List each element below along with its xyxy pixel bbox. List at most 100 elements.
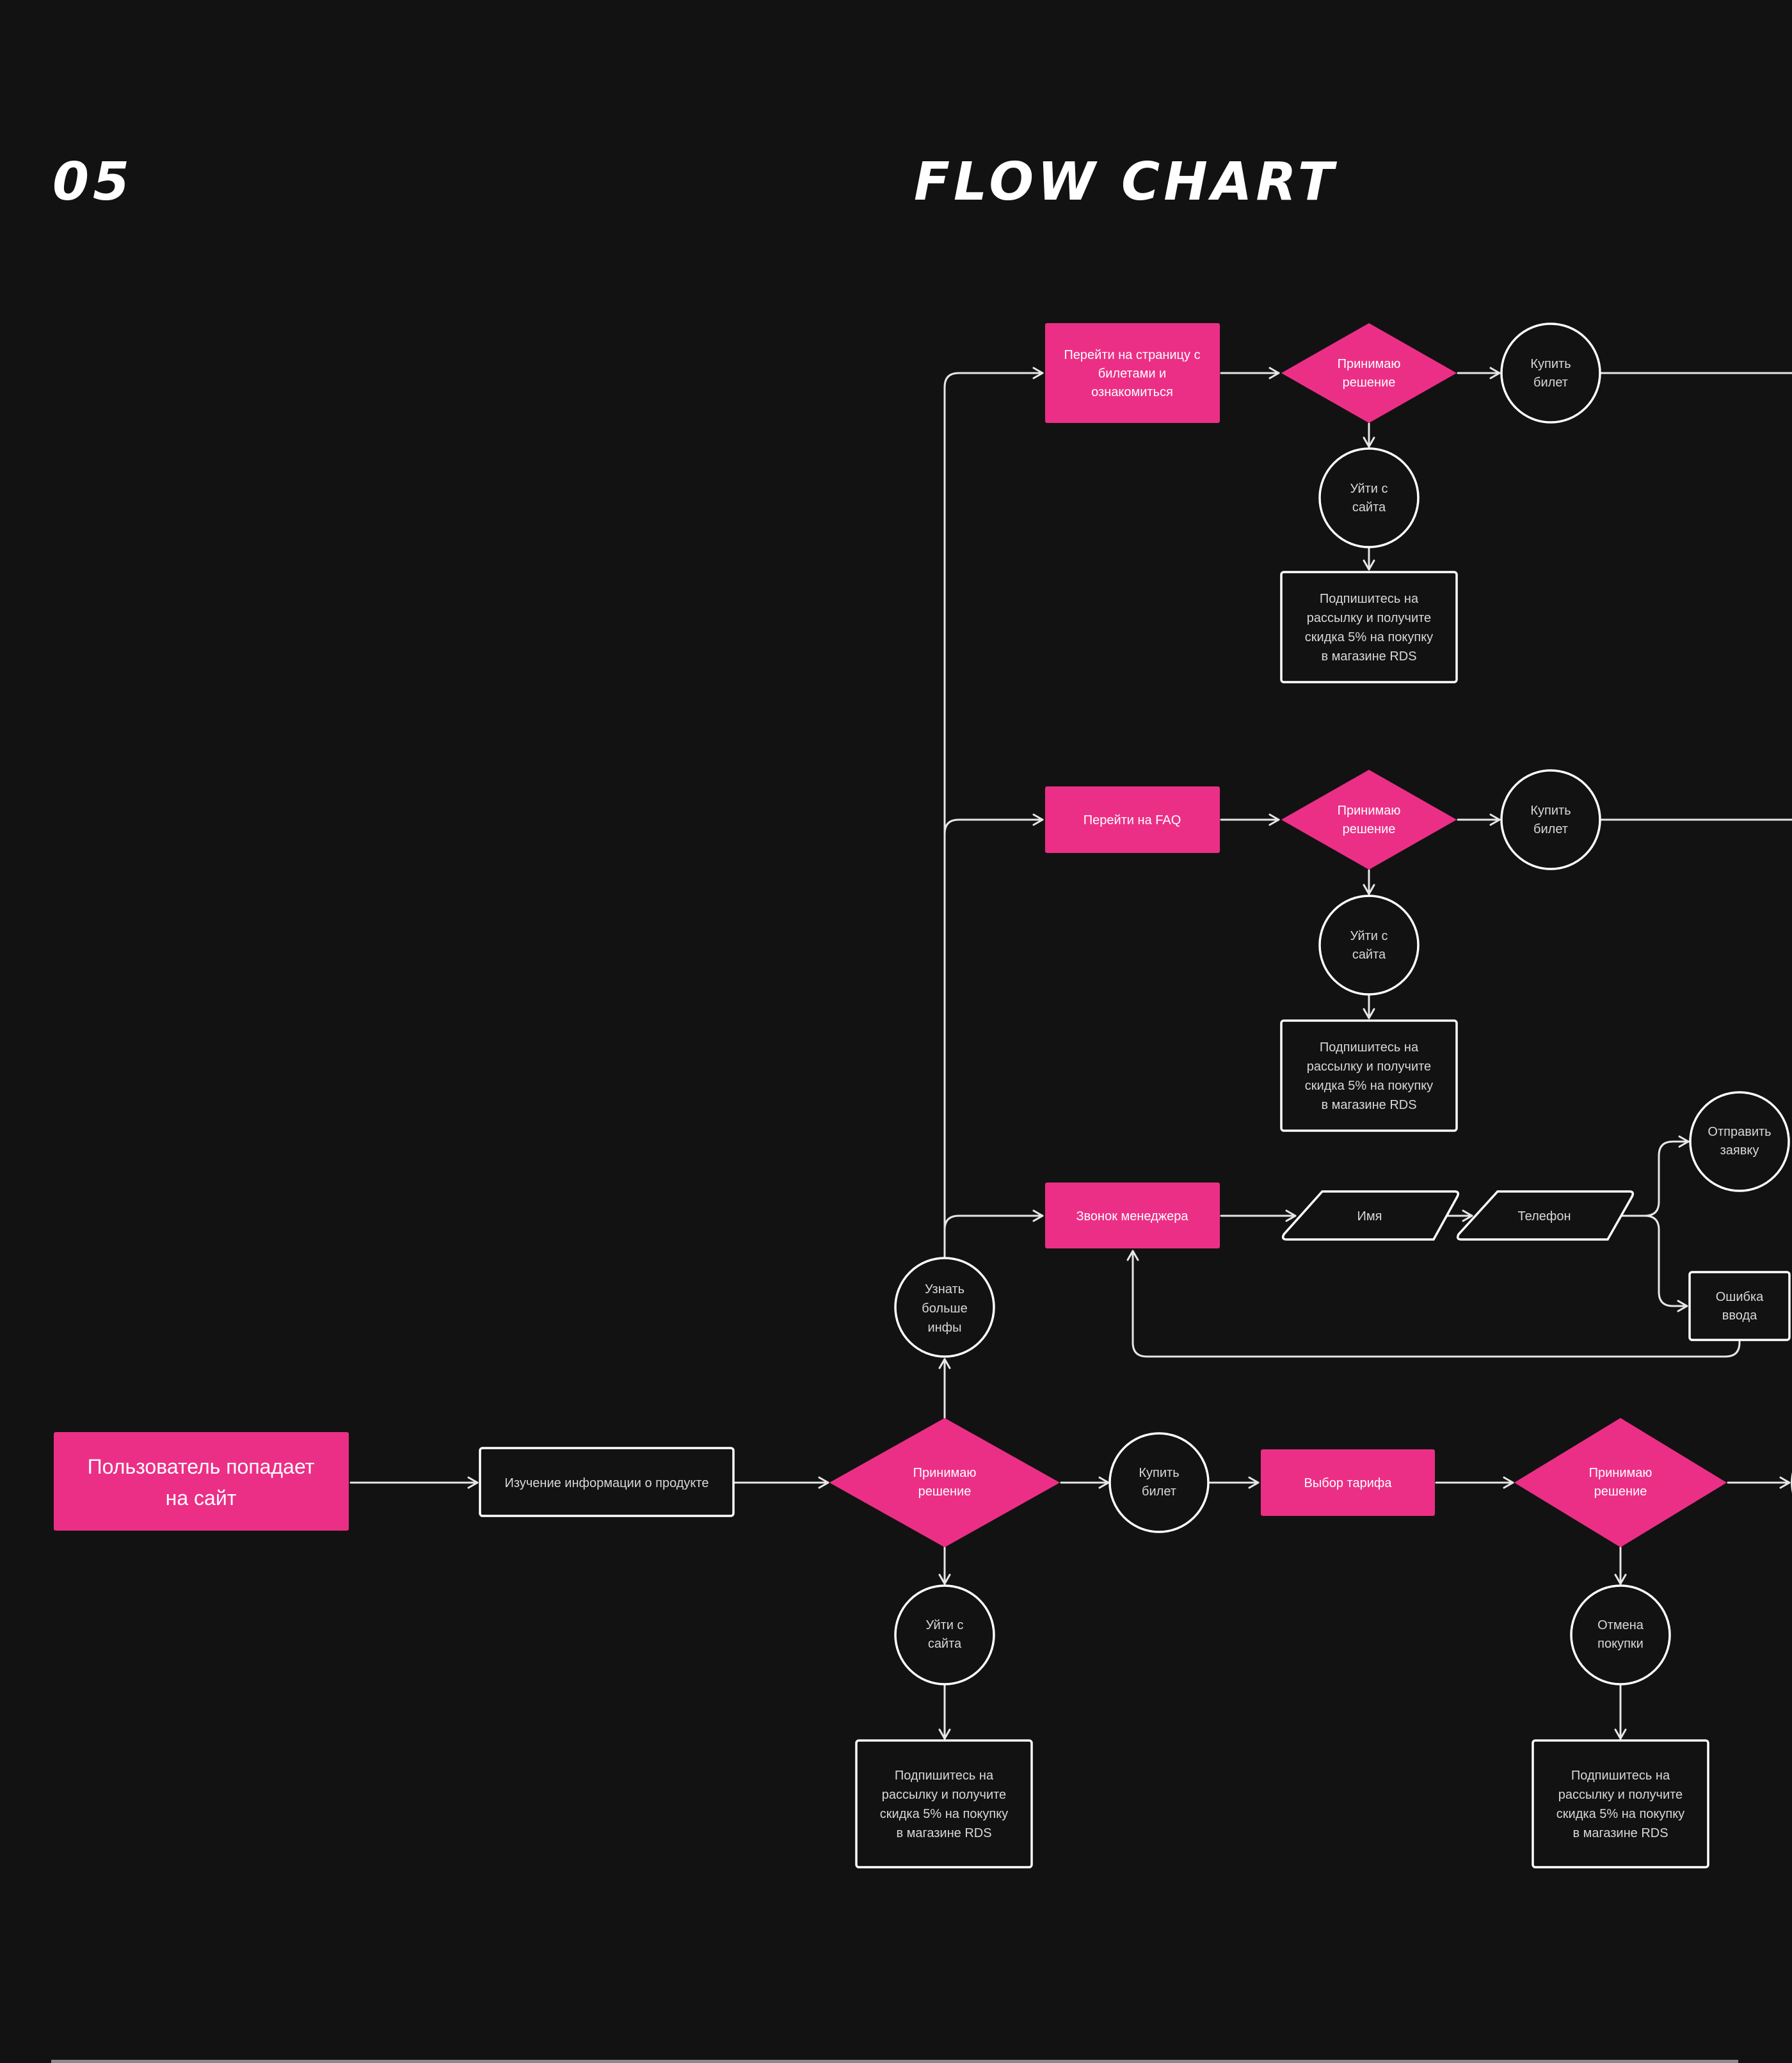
decision-tariff-diamond — [1514, 1418, 1727, 1547]
node-leave-tickets: Уйти с сайта — [1318, 447, 1420, 548]
manager-call-box — [1045, 1183, 1220, 1248]
leave-main-line-2: сайта — [928, 1637, 962, 1651]
subscribe-main-line-4: в магазине RDS — [896, 1826, 991, 1840]
node-subscribe-tickets: Подпишитесь на рассылку и получите скидк… — [1280, 571, 1458, 683]
cancel-circle — [1570, 1584, 1671, 1685]
learn-more-circle — [894, 1257, 995, 1358]
node-learn-more: Узнать больше инфы — [894, 1257, 995, 1358]
node-manager-call: Звонок менеджера — [1045, 1183, 1220, 1248]
subscribe-main-box — [855, 1739, 1033, 1868]
cancel-line-2: покупки — [1597, 1637, 1644, 1651]
subscribe-cancel-line-3: скидка 5% на покупку — [1556, 1807, 1684, 1821]
buy-tickets-line-2: билет — [1533, 376, 1568, 390]
study-info-label: Изучение информации о продукте — [505, 1476, 709, 1490]
node-leave-faq: Уйти с сайта — [1318, 895, 1420, 996]
decision-faq-line-2: решение — [1343, 822, 1396, 836]
leave-faq-line-1: Уйти с — [1350, 929, 1388, 943]
leave-main-circle — [894, 1584, 995, 1685]
buy-faq-circle — [1500, 769, 1601, 870]
subscribe-main-line-3: скидка 5% на покупку — [880, 1807, 1008, 1821]
decision-main-diamond — [829, 1418, 1060, 1547]
node-input-error: Ошибка ввода — [1688, 1271, 1791, 1341]
node-study-info: Изучение информации о продукте — [479, 1447, 735, 1517]
node-leave-main: Уйти с сайта — [894, 1584, 995, 1685]
edge-error-to-manager — [1126, 1250, 1741, 1358]
node-input-name: Имя — [1281, 1190, 1460, 1241]
node-decision-tickets: Принимаю решение — [1281, 323, 1457, 423]
node-cancel: Отмена покупки — [1570, 1584, 1671, 1685]
leave-tickets-line-1: Уйти с — [1350, 482, 1388, 496]
leave-tickets-circle — [1318, 447, 1420, 548]
leave-faq-circle — [1318, 895, 1420, 996]
buy-main-line-2: билет — [1142, 1485, 1176, 1499]
node-buy-main: Купить билет — [1108, 1432, 1210, 1533]
decision-tickets-line-2: решение — [1343, 376, 1396, 390]
subscribe-tickets-line-2: рассылку и получите — [1307, 611, 1431, 625]
tariff-label: Выбор тарифа — [1304, 1476, 1393, 1490]
edges — [349, 367, 1792, 1740]
node-decision-tariff: Принимаю решение — [1514, 1418, 1727, 1547]
tickets-page-box — [1045, 323, 1220, 423]
decision-tickets-line-1: Принимаю — [1338, 357, 1401, 371]
send-request-line-1: Отправить — [1708, 1125, 1771, 1139]
node-decision-faq: Принимаю решение — [1281, 770, 1457, 870]
cancel-line-1: Отмена — [1597, 1618, 1644, 1632]
leave-tickets-line-2: сайта — [1352, 500, 1386, 514]
send-request-line-2: заявку — [1720, 1143, 1759, 1158]
node-tariff: Выбор тарифа — [1261, 1449, 1435, 1516]
subscribe-tickets-line-4: в магазине RDS — [1321, 649, 1416, 664]
start-line-1: Пользователь попадает — [88, 1455, 315, 1478]
learn-more-line-2: больше — [922, 1302, 967, 1316]
node-subscribe-faq: Подпишитесь на рассылку и получите скидк… — [1280, 1019, 1458, 1132]
edge-trunk — [943, 372, 960, 1258]
node-decision-main: Принимаю решение — [829, 1418, 1060, 1547]
decision-main-line-2: решение — [918, 1485, 972, 1499]
buy-tickets-circle — [1500, 323, 1601, 424]
input-name-label: Имя — [1357, 1209, 1382, 1223]
start-line-2: на сайт — [166, 1486, 237, 1509]
subscribe-faq-line-1: Подпишитесь на — [1320, 1040, 1419, 1055]
subscribe-cancel-box — [1532, 1739, 1709, 1868]
edge-phone-branch-up — [1617, 1140, 1674, 1217]
input-phone-label: Телефон — [1518, 1209, 1571, 1223]
input-error-line-2: ввода — [1722, 1309, 1757, 1323]
tickets-page-line-2: билетами и — [1098, 367, 1166, 381]
faq-label: Перейти на FAQ — [1084, 813, 1181, 827]
tariff-box — [1261, 1449, 1435, 1516]
section-number: 05 — [52, 152, 133, 212]
study-info-box — [479, 1447, 735, 1517]
node-send-request: Отправить заявку — [1689, 1091, 1790, 1192]
subscribe-faq-box — [1280, 1019, 1458, 1132]
subscribe-faq-line-2: рассылку и получите — [1307, 1060, 1431, 1074]
input-error-box — [1688, 1271, 1791, 1341]
start-box — [54, 1432, 349, 1531]
subscribe-faq-line-3: скидка 5% на покупку — [1305, 1079, 1433, 1093]
buy-main-line-1: Купить — [1139, 1466, 1179, 1480]
input-error-line-1: Ошибка — [1716, 1290, 1764, 1304]
decision-tariff-line-1: Принимаю — [1589, 1466, 1652, 1480]
tickets-page-line-3: ознакомиться — [1091, 385, 1173, 399]
learn-more-line-3: инфы — [927, 1321, 961, 1335]
decision-tariff-line-2: решение — [1594, 1485, 1647, 1499]
node-buy-faq: Купить билет — [1500, 769, 1601, 870]
subscribe-cancel-line-2: рассылку и получите — [1558, 1788, 1683, 1802]
buy-main-circle — [1108, 1432, 1210, 1533]
subscribe-tickets-line-1: Подпишитесь на — [1320, 592, 1419, 606]
node-start: Пользователь попадает на сайт — [54, 1432, 349, 1531]
subscribe-tickets-line-3: скидка 5% на покупку — [1305, 630, 1433, 644]
subscribe-cancel-line-4: в магазине RDS — [1572, 1826, 1668, 1840]
send-request-circle — [1689, 1091, 1790, 1192]
subscribe-tickets-box — [1280, 571, 1458, 683]
edge-to-manager — [943, 1209, 1044, 1231]
decision-main-line-1: Принимаю — [913, 1466, 977, 1480]
decision-faq-line-1: Принимаю — [1338, 804, 1401, 818]
node-tickets-page: Перейти на страницу с билетами и ознаком… — [1045, 323, 1220, 423]
faq-box — [1045, 786, 1220, 853]
subscribe-faq-line-4: в магазине RDS — [1321, 1098, 1416, 1112]
edge-to-faq — [943, 813, 1044, 835]
tickets-page-line-1: Перейти на страницу с — [1064, 348, 1200, 362]
buy-tickets-line-1: Купить — [1530, 357, 1571, 371]
leave-main-line-1: Уйти с — [925, 1618, 963, 1632]
decision-tickets-diamond — [1281, 323, 1457, 423]
decision-faq-diamond — [1281, 770, 1457, 870]
